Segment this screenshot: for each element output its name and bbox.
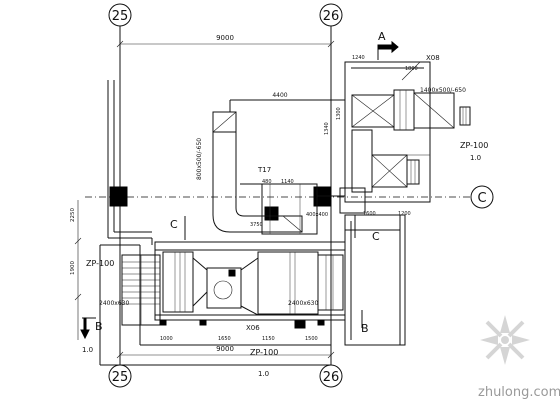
stair (121, 254, 161, 326)
axis-25-label-top: 25 (112, 9, 129, 24)
dim-480: 480 (262, 179, 272, 185)
dimension-bottom-text: 9000 (216, 345, 234, 353)
note-1-0-bottom: 1.0 (258, 370, 269, 378)
dim-1140: 1140 (281, 179, 294, 185)
column-25-c (109, 186, 128, 207)
dim-1800: 1800 (405, 66, 418, 72)
label-duct-1400x500: 1400x500/-650 (420, 87, 466, 94)
walls-left (99, 80, 331, 366)
note-zp100-top-text: ZP-100 (460, 141, 488, 150)
section-c-left-label: C (170, 218, 178, 231)
section-b-left: B (80, 317, 103, 340)
axis-26-group: 26 26 (319, 3, 343, 388)
dim-1300: 1300 (336, 107, 342, 120)
label-duct-400x400: 400x400 (306, 212, 328, 218)
section-a-top-label: A (378, 30, 386, 43)
dim-1650: 1650 (218, 336, 231, 342)
label-x08: X08 (426, 54, 440, 62)
dim-1500: 1500 (305, 336, 318, 342)
note-zp100-left: ZP-100 (86, 259, 114, 268)
dim-1600: 1600 (363, 211, 376, 217)
dim-1240: 1240 (352, 55, 365, 61)
note-1-0-left: 1.0 (82, 346, 93, 354)
watermark-logo (480, 315, 530, 365)
section-b-left-label: B (95, 320, 103, 333)
watermark-text: zhulong.com (478, 385, 560, 400)
dim-3750: 3750 (250, 222, 263, 228)
dimension-1900-text: 1900 (70, 261, 76, 275)
section-b-right-label: B (361, 322, 369, 335)
dimension-top-text: 9000 (216, 34, 234, 42)
label-t17: T17 (257, 166, 271, 174)
label-duct-800x500: 800x500/-650 (196, 138, 203, 180)
dimension-top: 9000 (116, 34, 335, 48)
section-c-right: C (354, 215, 380, 243)
unit-fan-right (339, 129, 420, 214)
dimension-4400-text: 4400 (272, 92, 287, 99)
column-inner (264, 206, 279, 221)
dim-1150: 1150 (262, 336, 275, 342)
section-a: A (377, 30, 399, 60)
note-zp100-left-text: ZP-100 (86, 259, 114, 268)
unit-x08 (351, 89, 471, 131)
section-c-left: C (170, 216, 186, 240)
section-c-right-label: C (372, 230, 380, 243)
note-zp100-bottom-text: ZP-100 (250, 348, 278, 357)
label-duct-2400x630-left: 2400x630 (99, 300, 129, 307)
fan-room-right (344, 61, 431, 346)
duct-riser (212, 99, 345, 233)
note-1-0-top: 1.0 (470, 154, 481, 162)
axis-c-label: C (477, 191, 486, 206)
label-duct-2400x630-right: 2400x630 (288, 300, 318, 307)
ahu-bottom (154, 241, 346, 326)
dim-1200: 1200 (398, 211, 411, 217)
dim-1000: 1000 (160, 336, 173, 342)
axis-c-group: C (85, 185, 494, 209)
dim-1340: 1340 (324, 122, 330, 135)
dimension-2250-text: 2250 (70, 208, 76, 222)
dimension-left-vertical: 2250 1900 (70, 200, 82, 340)
dimension-4400: 4400 (232, 92, 331, 101)
note-zp100-top: ZP-100 1.0 (400, 141, 488, 162)
note-1-0-left-group: 1.0 (82, 346, 93, 354)
axis-c-bubble (470, 185, 494, 209)
column-bottom (294, 319, 306, 329)
column-right-c (322, 195, 331, 204)
note-zp100-bottom: ZP-100 1.0 (250, 348, 278, 378)
section-b-right: B (361, 310, 369, 335)
label-x06: X06 (246, 324, 260, 332)
axis-25-label-bottom: 25 (112, 370, 129, 385)
dimension-bottom: 9000 (116, 345, 335, 359)
axis-26-label-top: 26 (323, 9, 340, 24)
axis-26-label-bottom: 26 (323, 370, 340, 385)
